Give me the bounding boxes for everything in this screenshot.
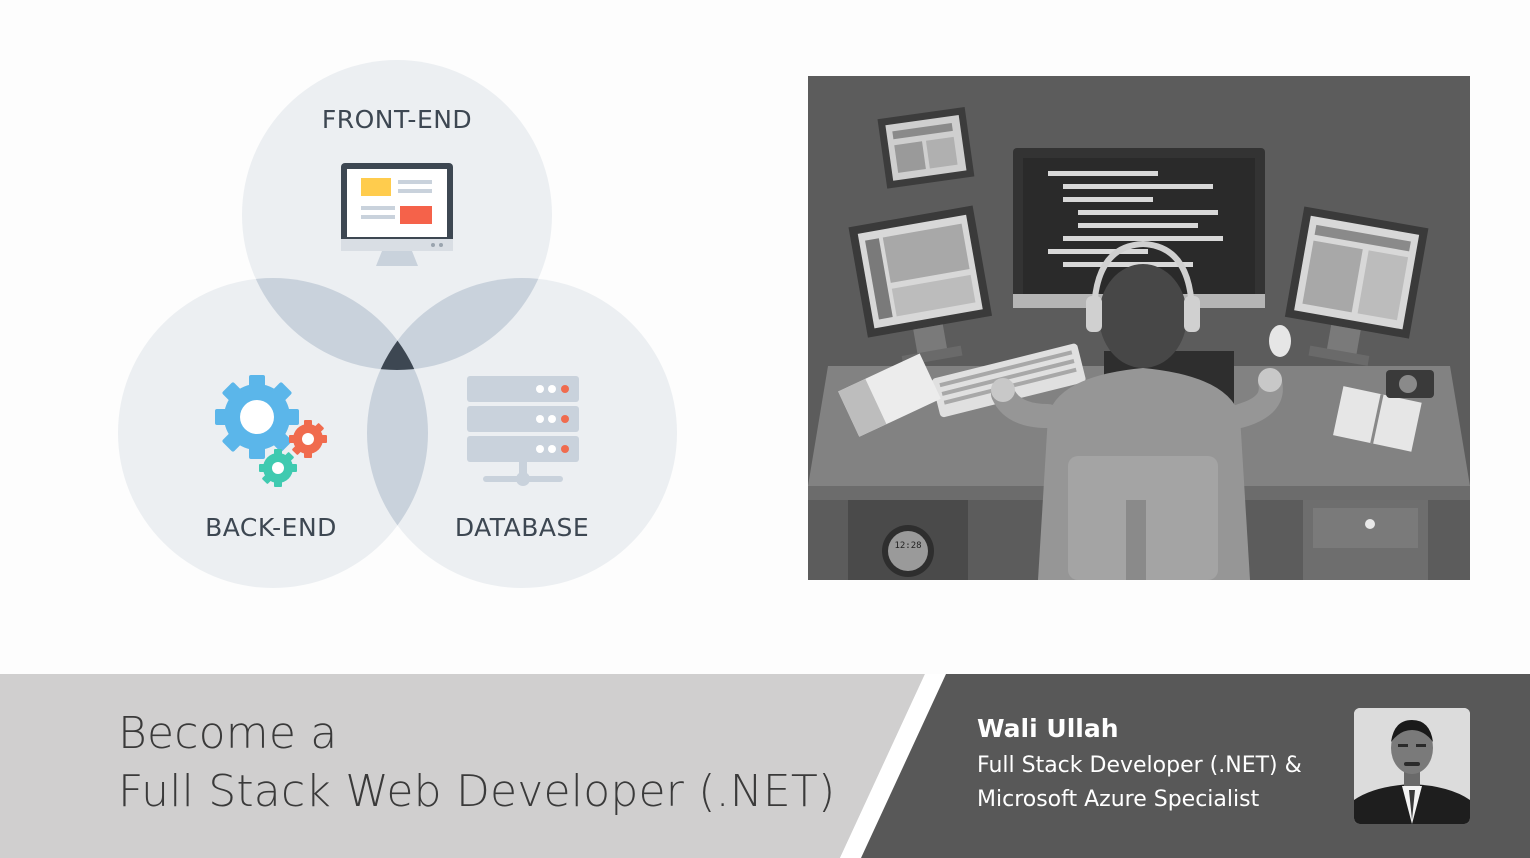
gears-icon [215,375,327,487]
author-role-line2: Microsoft Azure Specialist [977,787,1260,812]
backend-label: BACK-END [205,513,337,542]
author-avatar [1354,708,1470,824]
workspace-drawing: 12:28 [808,76,1470,580]
course-title-line1: Become a [118,708,338,759]
author-name: Wali Ullah [977,714,1119,743]
database-server-icon [467,376,579,486]
course-title-line2: Full Stack Web Developer (.NET) [118,766,836,817]
overlap-frontend-database [367,278,552,370]
desk-clock: 12:28 [882,525,934,577]
avatar-portrait [1354,708,1470,824]
developer-workspace-illustration: 12:28 [808,76,1470,580]
monitor-icon [341,163,453,266]
database-label: DATABASE [454,513,590,542]
footer-banner: Become a Full Stack Web Developer (.NET)… [0,674,1530,858]
author-role-line1: Full Stack Developer (.NET) & [977,753,1302,778]
venn-diagram: FRONT-END BACK-END DATABASE [100,50,700,610]
clock-time: 12:28 [894,541,921,551]
overlap-frontend-backend [242,278,428,370]
venn-circles [118,60,677,588]
frontend-label: FRONT-END [321,105,473,134]
